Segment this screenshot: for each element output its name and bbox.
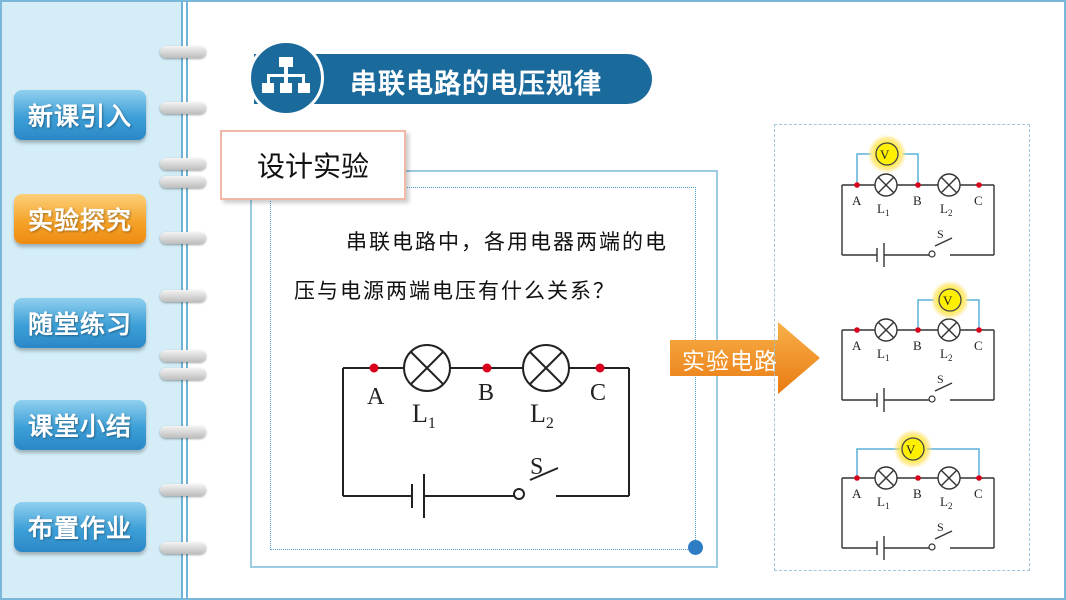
experiment-circuits-panel (774, 124, 1030, 571)
binder-ring (160, 102, 206, 114)
binder-ring (160, 426, 206, 438)
nav-item-summary[interactable]: 课堂小结 (14, 400, 146, 450)
arrow-shape (670, 322, 820, 394)
question-text: 串联电路中，各用电器两端的电压与电源两端电压有什么关系？ (294, 230, 668, 303)
binder-ring (160, 484, 206, 496)
corner-dot (688, 540, 703, 555)
binder-ring (160, 350, 206, 362)
nav-item-experiment[interactable]: 实验探究 (14, 194, 146, 244)
binder-ring (160, 290, 206, 302)
hierarchy-icon (248, 40, 324, 116)
nav-item-practice[interactable]: 随堂练习 (14, 298, 146, 348)
binder-ring (160, 542, 206, 554)
page-title: 串联电路的电压规律 (350, 69, 602, 100)
binder-ring (160, 232, 206, 244)
binder-ring (160, 158, 206, 170)
binder-ring (160, 46, 206, 58)
binder-ring (160, 176, 206, 188)
nav-item-homework[interactable]: 布置作业 (14, 502, 146, 552)
nav-item-intro[interactable]: 新课引入 (14, 90, 146, 140)
arrow-label: 实验电路 (682, 349, 778, 375)
design-tab: 设计实验 (220, 130, 406, 200)
binder-ring (160, 368, 206, 380)
